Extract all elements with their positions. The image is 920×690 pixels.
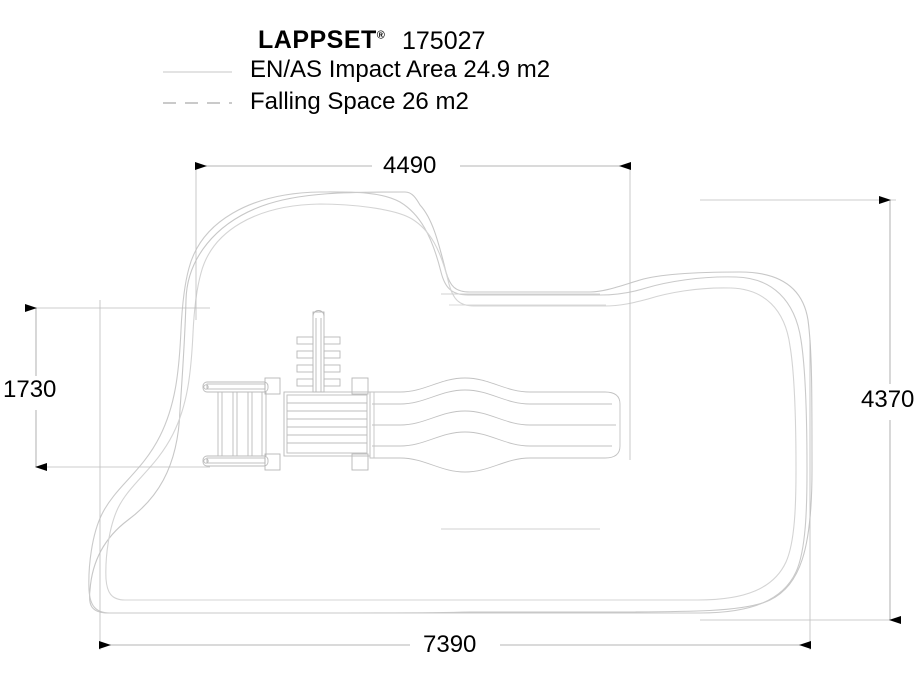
legend-label-falling-space: Falling Space 26 m2 xyxy=(250,88,469,115)
brand-logo-text: LAPPSET xyxy=(258,26,377,54)
climbing-pole xyxy=(312,311,325,393)
deck-platform xyxy=(283,391,371,457)
deck-outline-inner xyxy=(286,394,368,454)
pole-cap xyxy=(312,310,325,317)
ladder-bottom-rail-inner xyxy=(206,457,266,464)
registered-trademark-icon: ® xyxy=(376,29,386,42)
ladder-bottom-rail xyxy=(202,455,269,467)
product-code: 175027 xyxy=(402,27,486,55)
legend-sample-lines xyxy=(163,71,232,104)
dimension-label-4370: 4370 xyxy=(861,386,915,413)
falling-space-boundary xyxy=(88,191,813,614)
slide-inner-line-1 xyxy=(372,389,612,405)
dimension-4490 xyxy=(195,162,631,460)
dimension-1730 xyxy=(25,304,210,471)
impact-area-boundary xyxy=(105,203,797,601)
dimension-7390 xyxy=(99,300,811,650)
wave-slide xyxy=(369,377,621,473)
ladder-top-rail-inner xyxy=(206,383,266,390)
slide-inner-line-2 xyxy=(372,410,616,426)
falling-space-silhouette xyxy=(88,191,808,614)
post-bottom-left xyxy=(264,453,281,471)
step-ladder-assembly xyxy=(202,381,269,467)
ladder-top-rail xyxy=(202,381,269,393)
legend-label-impact-area: EN/AS Impact Area 24.9 m2 xyxy=(250,56,551,83)
corner-posts xyxy=(264,377,369,471)
pole-rung-4 xyxy=(296,378,341,387)
plateau-lines xyxy=(441,293,606,530)
slide-edge-top xyxy=(369,377,621,473)
slide-inner-line-3 xyxy=(372,431,612,447)
dimension-label-1730: 1730 xyxy=(3,376,57,403)
post-top-right xyxy=(351,377,369,395)
dimension-label-4490: 4490 xyxy=(383,152,437,179)
dimension-label-7390: 7390 xyxy=(423,631,477,658)
dimension-4370 xyxy=(700,196,901,624)
brand-logo: LAPPSET® xyxy=(258,28,385,53)
pole-rung-3 xyxy=(296,364,341,373)
pole-rung-2 xyxy=(296,350,341,359)
climbing-pole-assembly xyxy=(296,310,341,393)
post-top-left xyxy=(264,377,281,395)
post-bottom-right xyxy=(351,453,369,471)
pole-rung-1 xyxy=(296,336,341,345)
deck-outline xyxy=(283,391,371,457)
